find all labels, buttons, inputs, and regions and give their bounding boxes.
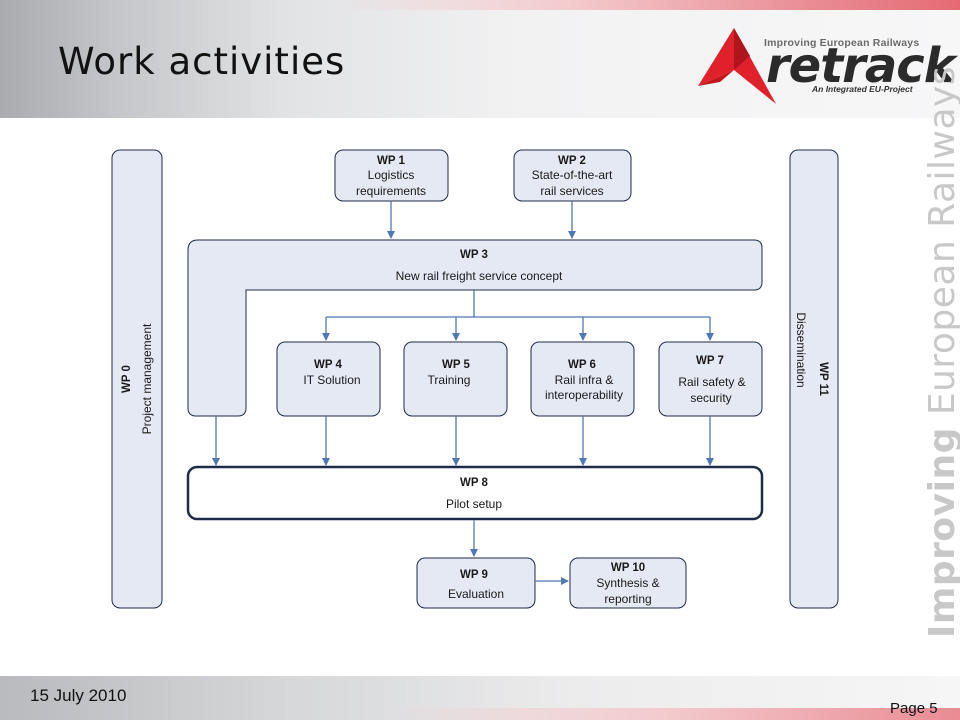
wp3-name: New rail freight service concept xyxy=(396,269,563,283)
logo-tagline: Improving European Railways xyxy=(764,37,920,49)
wp11-name: Dissemination xyxy=(794,312,808,387)
wp8-box: WP 8 Pilot setup xyxy=(186,465,764,521)
wp11-code: WP 11 xyxy=(817,362,829,396)
wp8-name: Pilot setup xyxy=(446,497,502,511)
logo-triangle-icon xyxy=(698,28,776,104)
wp7-line1: Rail safety & xyxy=(678,375,745,389)
wp10-line2: reporting xyxy=(604,592,651,606)
wp10-code: WP 10 xyxy=(611,562,645,574)
wp7-code: WP 7 xyxy=(696,355,724,367)
distribution-bus-wp3 xyxy=(326,290,710,318)
wp0-code: WP 0 xyxy=(121,365,133,393)
wp11-box: WP 11 Dissemination xyxy=(789,149,839,609)
wp10-line1: Synthesis & xyxy=(596,576,659,590)
wp1-code: WP 1 xyxy=(377,155,406,167)
footer-accent-line xyxy=(0,708,960,720)
logo-wordmark: retrack xyxy=(766,38,956,94)
wp3-code: WP 3 xyxy=(460,249,488,261)
retrack-logo: Improving European Railways retrack An I… xyxy=(690,24,956,108)
header-band xyxy=(0,0,960,118)
wp7-box: WP 7 Rail safety & security xyxy=(658,341,763,417)
wp5-name: Training xyxy=(428,373,471,387)
wp3-box: WP 3 New rail freight service concept xyxy=(187,239,763,417)
logo-subtitle: An Integrated EU-Project xyxy=(812,84,913,94)
wp9-name: Evaluation xyxy=(448,587,504,601)
wp9-box: WP 9 Evaluation xyxy=(416,557,536,609)
wp1-box: WP 1 Logistics requirements xyxy=(334,149,449,202)
page-number: Page 5 xyxy=(890,700,938,717)
header-accent-line xyxy=(0,0,960,10)
footer-date: 15 July 2010 xyxy=(30,686,127,705)
wp10-box: WP 10 Synthesis & reporting xyxy=(569,557,687,609)
wp5-box: WP 5 Training xyxy=(403,341,508,417)
wp2-box: WP 2 State-of-the-art rail services xyxy=(513,149,632,202)
page-title: Work activities xyxy=(58,40,346,83)
wp1-line1: Logistics xyxy=(368,168,415,182)
wp4-code: WP 4 xyxy=(314,359,343,371)
wp4-box: WP 4 IT Solution xyxy=(276,341,381,417)
wp1-line2: requirements xyxy=(356,184,426,198)
wp6-box: WP 6 Rail infra & interoperability xyxy=(530,341,635,417)
wp2-line2: rail services xyxy=(540,184,603,198)
wp9-code: WP 9 xyxy=(460,569,488,581)
wp6-line2: interoperability xyxy=(545,388,623,402)
wp5-code: WP 5 xyxy=(442,359,471,371)
wp4-name: IT Solution xyxy=(303,373,360,387)
wp6-line1: Rail infra & xyxy=(555,373,614,387)
wp0-box: WP 0 Project management xyxy=(111,149,163,609)
wp8-code: WP 8 xyxy=(460,477,489,489)
wp7-line2: security xyxy=(690,391,731,405)
wp6-code: WP 6 xyxy=(568,359,596,371)
wp2-line1: State-of-the-art xyxy=(532,168,613,182)
wp0-name: Project management xyxy=(140,323,154,434)
wp2-code: WP 2 xyxy=(558,155,586,167)
